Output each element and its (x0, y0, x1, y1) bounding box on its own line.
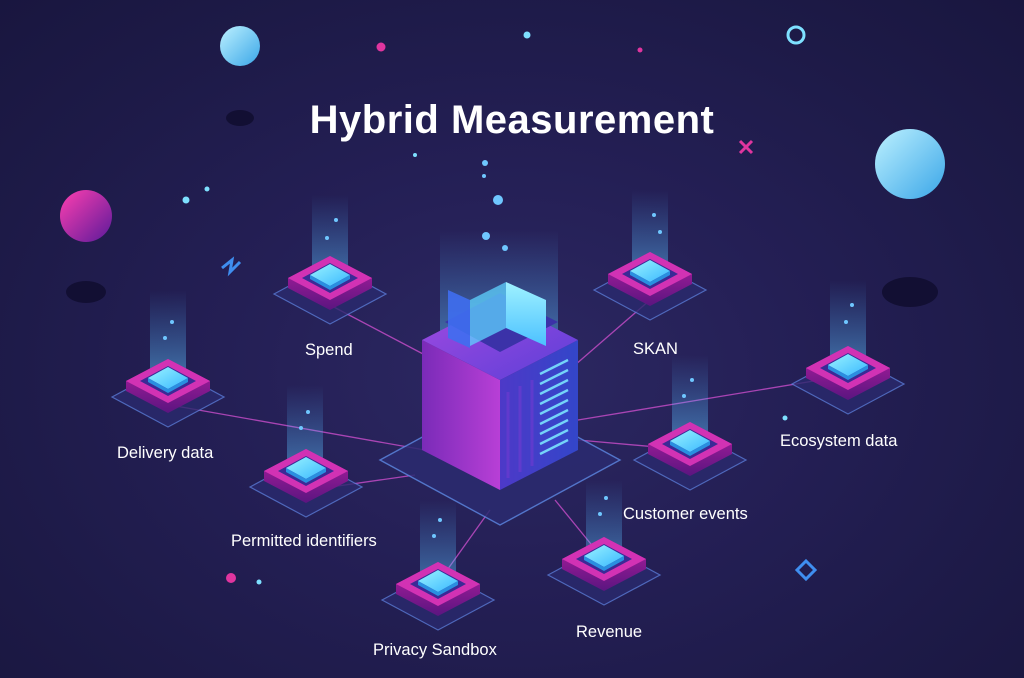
chip-skan (593, 251, 707, 321)
node-label-permitted-identifiers: Permitted identifiers (231, 532, 377, 550)
node-label-spend: Spend (305, 341, 353, 359)
chip-permitted-identifiers (249, 448, 363, 518)
node-label-skan: SKAN (633, 340, 678, 358)
chip-revenue (547, 536, 661, 606)
chip-spend (273, 255, 387, 325)
node-label-delivery-data: Delivery data (117, 444, 214, 462)
chip-ecosystem-data (791, 345, 905, 415)
chip-privacy-sandbox (381, 561, 495, 631)
node-label-privacy-sandbox: Privacy Sandbox (373, 641, 497, 659)
node-label-ecosystem-data: Ecosystem data (780, 432, 898, 450)
chip-delivery-data (111, 358, 225, 428)
diagram-title: Hybrid Measurement (309, 98, 715, 142)
central-server (422, 282, 578, 490)
node-label-revenue: Revenue (576, 623, 643, 641)
node-label-customer-events: Customer events (623, 505, 748, 523)
chip-customer-events (633, 421, 747, 491)
